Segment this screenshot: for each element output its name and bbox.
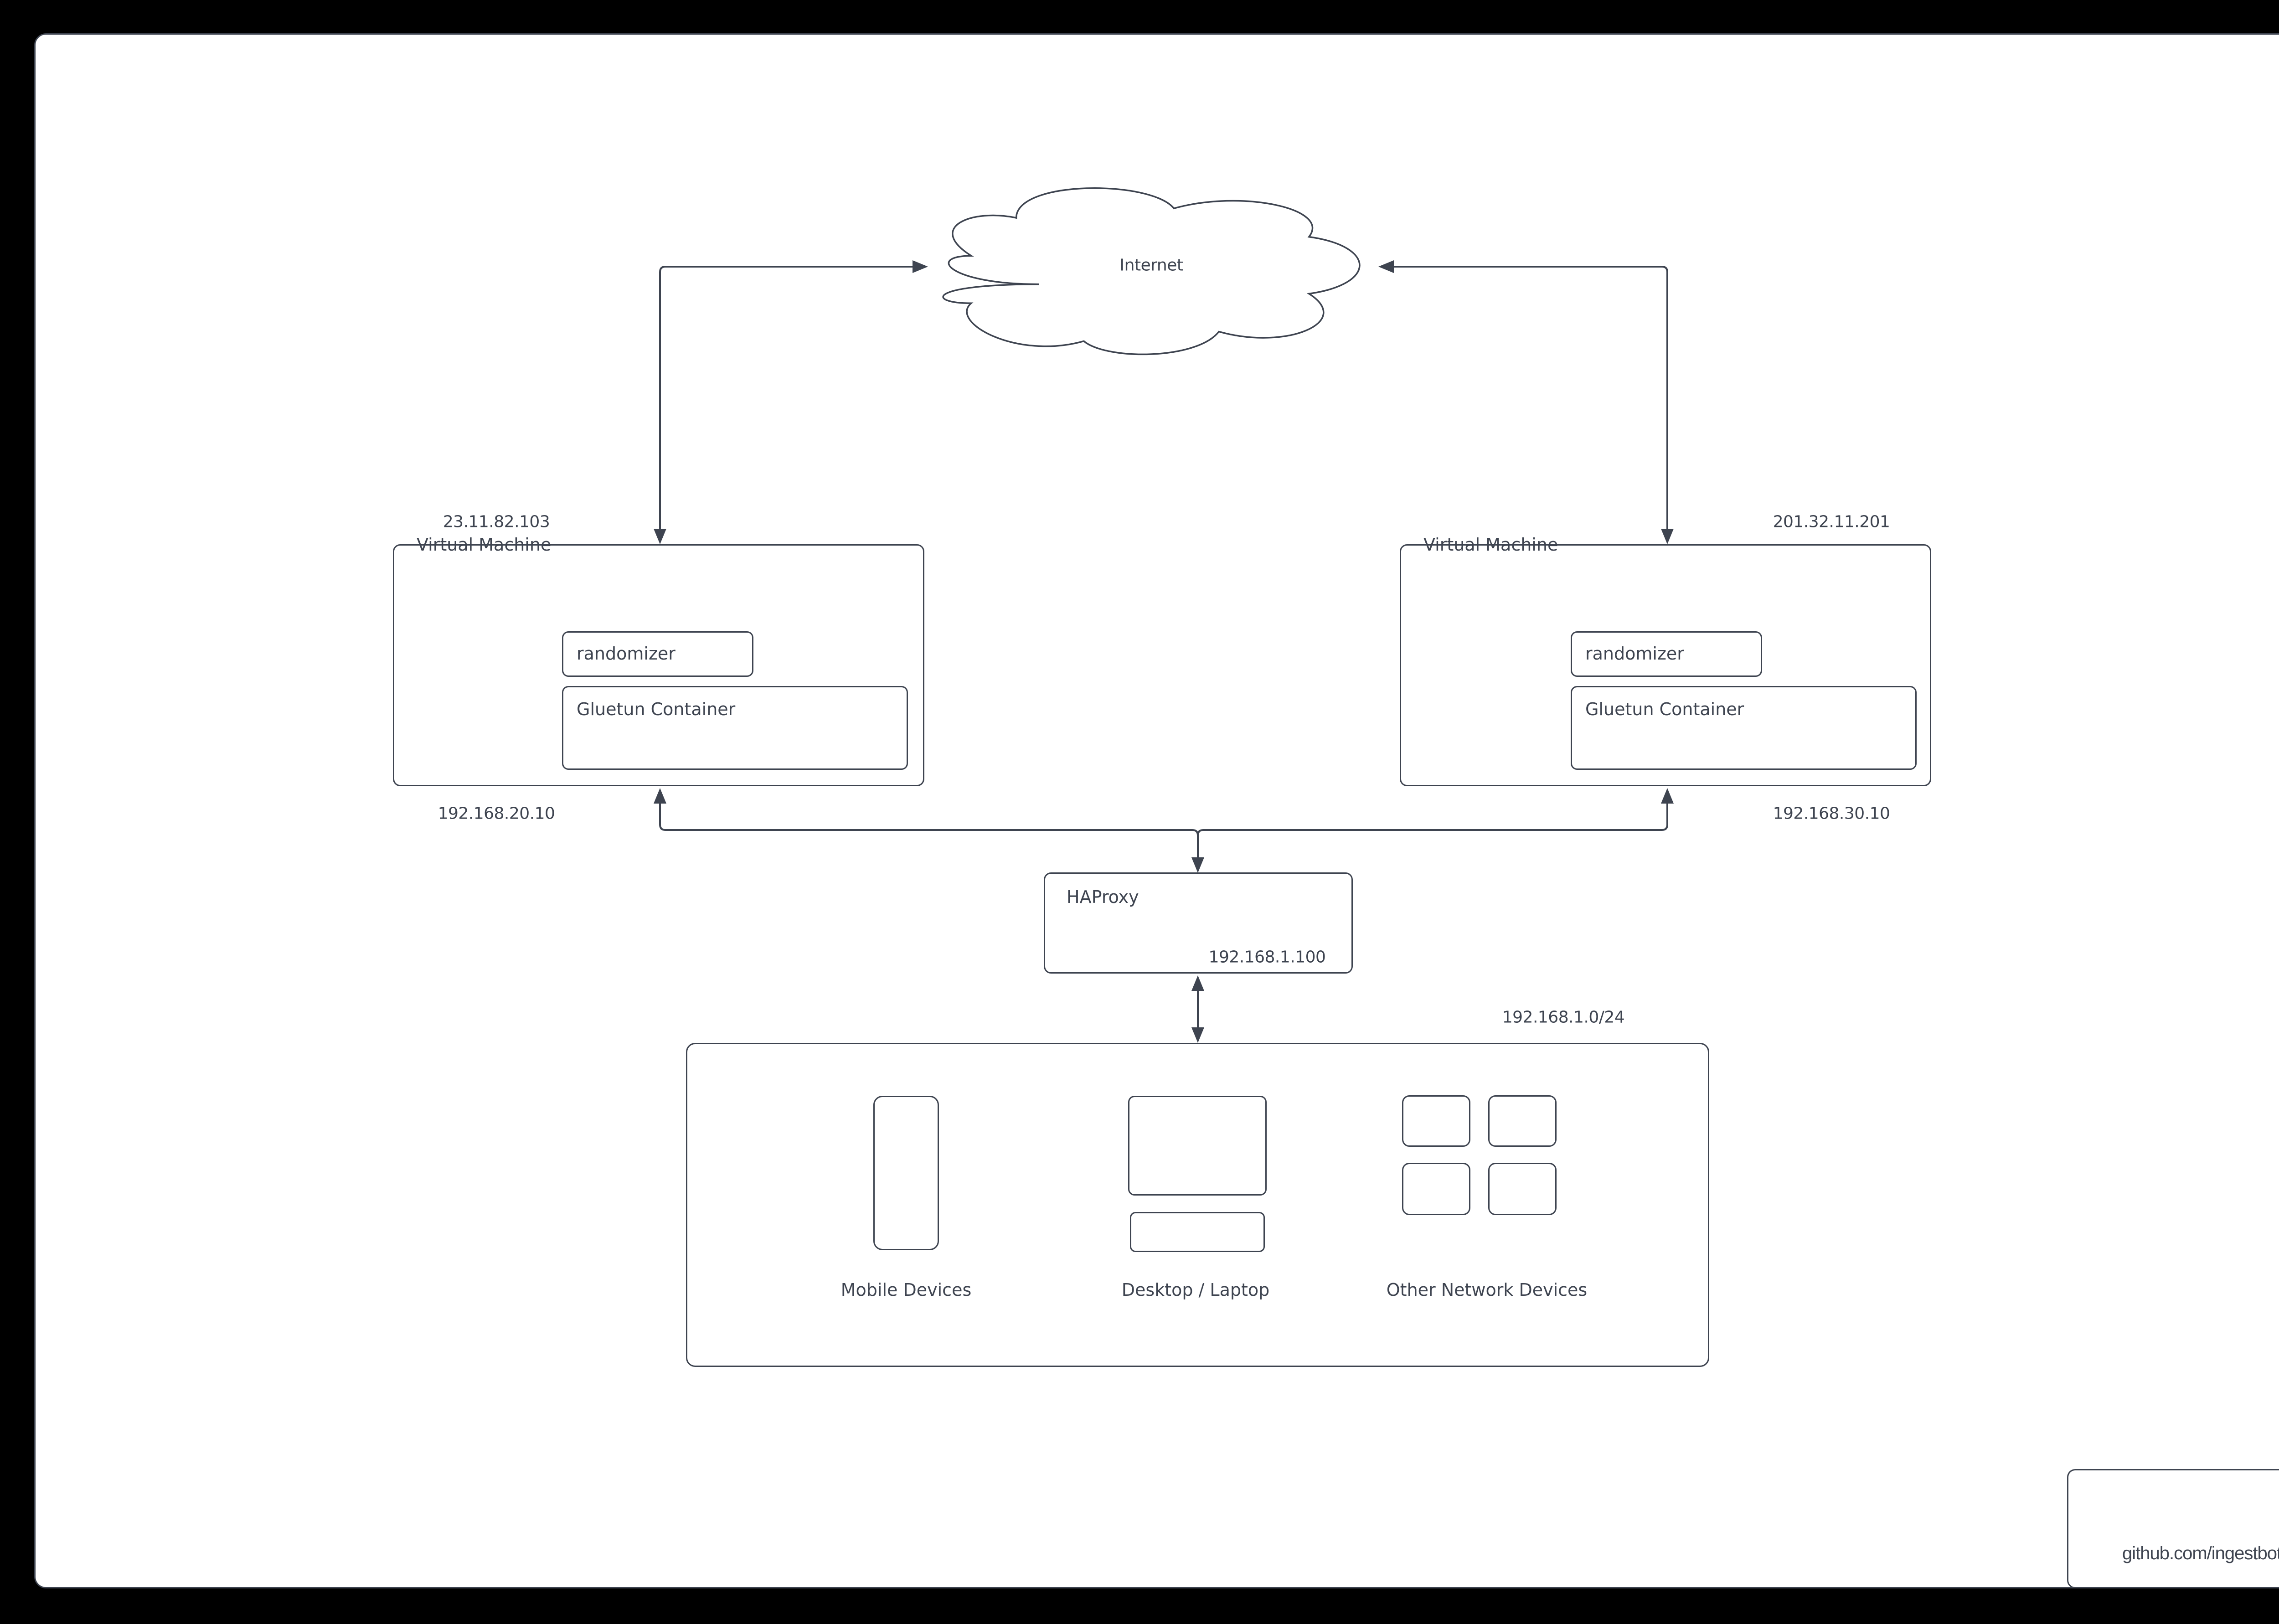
arrowhead-into-vm-right-bottom [1661,788,1674,804]
other-network-devices-label: Other Network Devices [1386,1280,1588,1300]
vm-left-wan-ip: 23.11.82.103 [443,512,550,531]
gluetun-left-label: Gluetun Container [577,699,736,720]
connector-vm-right-haproxy [1197,804,1668,836]
haproxy-ip: 192.168.1.100 [1208,948,1326,967]
vm-left-title: Virtual Machine [417,535,552,555]
randomizer-left-box [562,631,753,677]
title-block: Gluetun VPN Randomizer github.com/ingest… [2067,1469,2279,1588]
desktop-laptop-label: Desktop / Laptop [1121,1280,1270,1300]
diagram-title: Gluetun VPN Randomizer [2068,1490,2279,1513]
arrowhead-into-cloud-left [913,260,928,273]
lan-subnet-label: 192.168.1.0/24 [1502,1008,1625,1027]
connector-cloud-vm-right [1394,266,1668,529]
arrowhead-into-haproxy-top [1191,857,1204,873]
vm-right-wan-ip: 201.32.11.201 [1773,512,1890,531]
desktop-keyboard-icon [1130,1212,1265,1252]
repo-link-text: github.com/ingestbot/randomizer [2122,1543,2279,1563]
haproxy-box [1044,872,1353,974]
arrowhead-into-haproxy-bottom [1191,975,1204,991]
network-device-icon [1402,1095,1470,1147]
arrowhead-into-vm-left-top [654,529,666,544]
gluetun-left-box [562,686,908,770]
vm-right-title: Virtual Machine [1423,535,1558,555]
connector-cloud-vm-left [659,266,913,529]
internet-label: Internet [1119,256,1183,275]
desktop-monitor-icon [1128,1096,1267,1196]
arrowhead-into-cloud-right [1378,260,1394,273]
mobile-devices-label: Mobile Devices [840,1280,972,1300]
drawing-canvas: Internet Virtual Machine Virtual Machine… [34,33,2279,1588]
randomizer-right-box [1571,631,1762,677]
haproxy-title: HAProxy [1067,887,1139,907]
gluetun-right-box [1571,686,1917,770]
arrowhead-into-lan-top [1191,1027,1204,1043]
randomizer-right-label: randomizer [1585,644,1684,664]
mobile-phone-icon [873,1096,939,1250]
vm-right-lan-ip: 192.168.30.10 [1773,804,1890,823]
randomizer-left-label: randomizer [577,644,675,664]
network-device-icon [1488,1163,1557,1215]
arrowhead-into-vm-right-top [1661,529,1674,544]
arrowhead-into-vm-left-bottom [654,788,666,804]
gluetun-right-label: Gluetun Container [1585,699,1744,720]
vm-left-lan-ip: 192.168.20.10 [438,804,555,823]
network-device-icon [1488,1095,1557,1147]
connector-vm-left-haproxy [659,804,1199,857]
network-device-icon [1402,1163,1470,1215]
